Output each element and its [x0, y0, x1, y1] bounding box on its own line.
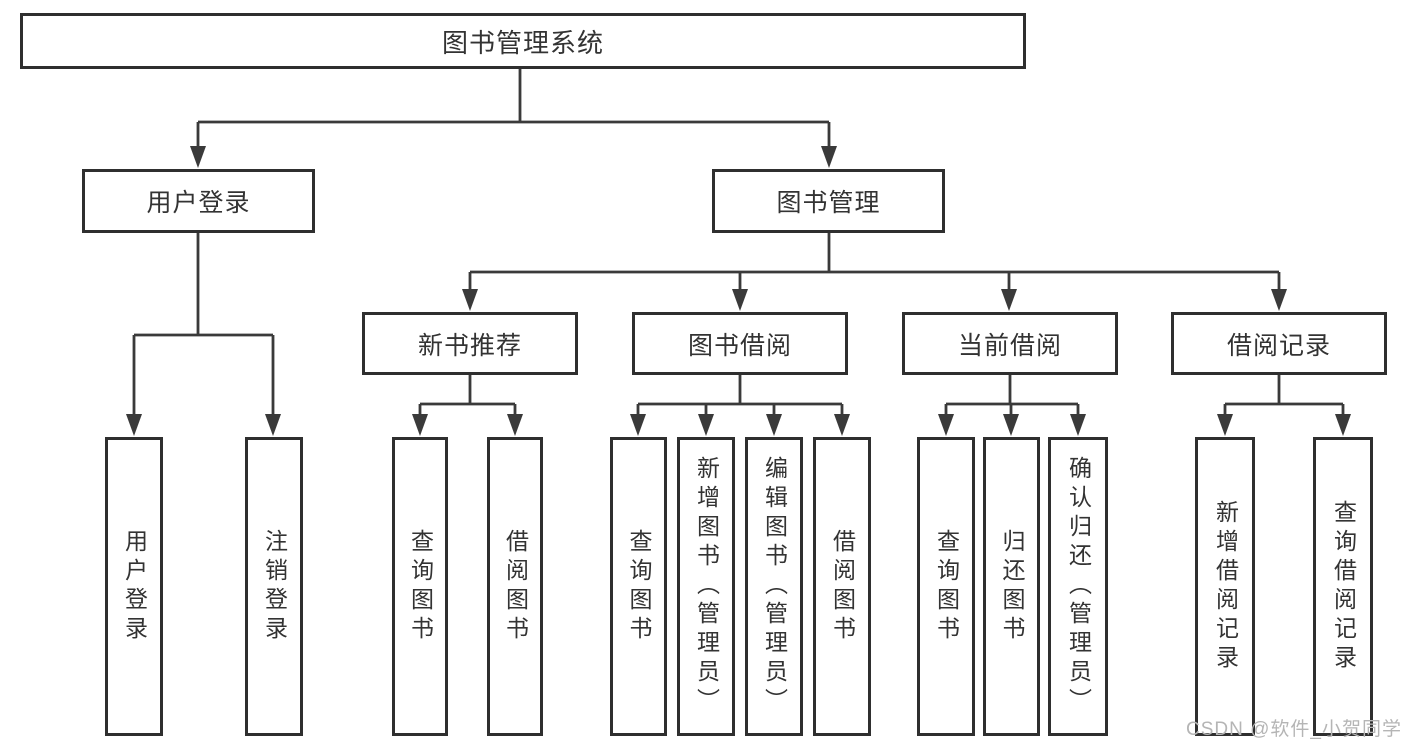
connector-new-book-rec-to-leaves [412, 375, 523, 436]
node-label: 图书管理系统 [441, 27, 604, 58]
leaf-label: 确认归还（管理员） [1065, 456, 1092, 717]
leaf-query-borrow-record: 查询借阅记录 [1313, 437, 1373, 736]
leaf-return-books: 归还图书 [983, 437, 1040, 736]
node-library-management-system: 图书管理系统 [20, 13, 1026, 69]
connector-book-borrow-to-leaves [630, 375, 850, 436]
node-user-login-branch: 用户登录 [82, 169, 315, 233]
leaf-logout: 注销登录 [245, 437, 303, 736]
leaf-query-books-3: 查询图书 [917, 437, 975, 736]
connector-current-borrow-to-leaves [938, 375, 1086, 436]
node-book-management-branch: 图书管理 [712, 169, 945, 233]
node-borrowing-records: 借阅记录 [1171, 312, 1387, 375]
leaf-label: 编辑图书（管理员） [761, 456, 788, 717]
leaf-query-books-2: 查询图书 [610, 437, 667, 736]
csdn-watermark: CSDN @软件_小贺同学 [1186, 719, 1402, 740]
leaf-add-books-admin: 新增图书（管理员） [677, 437, 735, 736]
leaf-label: 借阅图书 [502, 528, 529, 645]
leaf-label: 新增借阅记录 [1212, 499, 1239, 674]
node-label: 当前借阅 [957, 331, 1062, 360]
leaf-label: 用户登录 [121, 528, 148, 645]
leaf-label: 查询图书 [933, 528, 960, 645]
leaf-label: 查询图书 [407, 528, 434, 645]
leaf-label: 注销登录 [261, 528, 288, 645]
leaf-confirm-return-admin: 确认归还（管理员） [1048, 437, 1108, 736]
leaf-borrow-books-2: 借阅图书 [813, 437, 871, 736]
connector-user-login-to-leaves [126, 233, 281, 436]
leaf-label: 查询图书 [626, 528, 652, 645]
leaf-edit-books-admin: 编辑图书（管理员） [745, 437, 803, 736]
node-new-book-recommendation: 新书推荐 [362, 312, 578, 375]
leaf-query-books-1: 查询图书 [392, 437, 448, 736]
node-label: 新书推荐 [417, 331, 522, 360]
leaf-user-login: 用户登录 [105, 437, 163, 736]
node-label: 借阅记录 [1226, 331, 1331, 360]
node-label: 图书借阅 [687, 331, 792, 360]
node-label: 用户登录 [146, 189, 251, 217]
node-label: 图书管理 [776, 189, 881, 217]
node-book-borrowing: 图书借阅 [632, 312, 848, 375]
connector-root-to-branches [190, 68, 837, 168]
leaf-label: 查询借阅记录 [1330, 499, 1357, 674]
leaf-borrow-books-1: 借阅图书 [487, 437, 543, 736]
leaf-label: 借阅图书 [829, 528, 856, 645]
node-current-borrowing: 当前借阅 [902, 312, 1118, 375]
connector-borrow-records-to-leaves [1217, 375, 1351, 436]
leaf-label: 归还图书 [999, 528, 1025, 645]
leaf-label: 新增图书（管理员） [693, 456, 720, 717]
connector-book-mgmt-to-modules [462, 233, 1287, 311]
leaf-add-borrow-record: 新增借阅记录 [1195, 437, 1255, 736]
